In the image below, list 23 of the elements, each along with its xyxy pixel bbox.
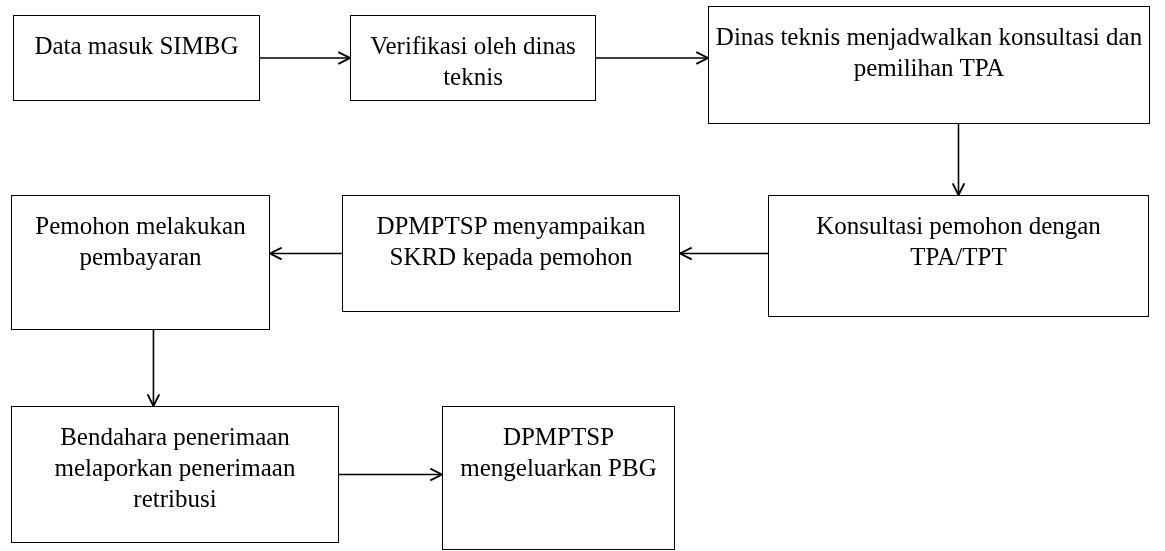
- box-text: Dinas teknis menjadwalkan konsultasi dan pemilihan TPA: [714, 22, 1144, 83]
- box-text: Pemohon melakukan pembayaran: [34, 211, 247, 272]
- box-text: Data masuk SIMBG: [34, 31, 239, 61]
- arrow: [595, 51, 709, 65]
- process-box: [768, 195, 1149, 317]
- process-box: [13, 15, 260, 101]
- process-box: [11, 195, 270, 330]
- arrow: [146, 329, 161, 407]
- box-text: Verifikasi oleh dinas teknis: [369, 31, 577, 92]
- box-text: DPMPTSP menyampaikan SKRD kepada pemohon: [375, 211, 647, 272]
- process-box: [442, 406, 675, 550]
- arrow: [259, 51, 351, 65]
- arrow: [269, 246, 343, 261]
- process-box: [11, 406, 339, 543]
- arrow: [338, 467, 443, 482]
- process-box: [350, 15, 596, 101]
- box-text: Konsultasi pemohon dengan TPA/TPT: [815, 211, 1102, 272]
- arrow: [679, 246, 769, 261]
- arrow: [951, 123, 966, 196]
- process-box: [342, 195, 680, 312]
- box-text: DPMPTSP mengeluarkan PBG: [459, 422, 658, 483]
- process-box: [708, 6, 1150, 124]
- box-text: Bendahara penerimaan melaporkan penerimaan retribusi: [53, 422, 297, 514]
